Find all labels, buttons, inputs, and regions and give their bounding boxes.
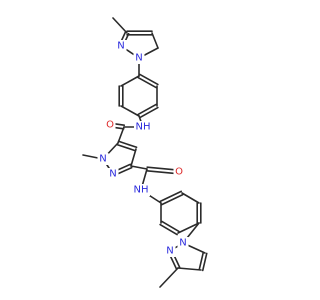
atom-n-bottom-pyrazole-1: N (166, 246, 173, 257)
atom-o-top: O (106, 120, 114, 131)
atom-label-backing (177, 237, 189, 249)
atom-label-backing (107, 168, 119, 180)
double-bond (137, 76, 157, 89)
double-bond (160, 193, 184, 206)
atom-n-center-1: N (99, 154, 106, 165)
double-bond (201, 252, 208, 272)
single-bond (120, 75, 140, 87)
single-bond (181, 192, 200, 204)
double-bond (137, 103, 157, 116)
atom-labels: N N NH O N N O NH N N (97, 40, 189, 257)
double-bond (117, 140, 138, 149)
double-bond (146, 169, 180, 175)
atom-label-backing (132, 184, 150, 196)
single-bond (117, 126, 125, 144)
atom-n-top-pyrazole-2: N (135, 53, 142, 64)
double-bond (139, 106, 159, 119)
single-bond (159, 267, 179, 288)
single-bond (177, 222, 200, 234)
double-bond (116, 143, 137, 152)
double-bond (159, 190, 183, 203)
atom-n-center-2: N (109, 169, 116, 180)
atom-label-backing (173, 166, 185, 178)
single-bond (130, 165, 148, 170)
atom-n-bottom-pyrazole-2: N (179, 238, 186, 249)
single-bond (177, 267, 202, 271)
atom-n-top-pyrazole-1: N (117, 41, 124, 52)
single-bond (112, 17, 128, 34)
single-bond (120, 105, 140, 117)
double-bond (198, 251, 205, 271)
molecule-structure: N N NH O N N O NH N N (82, 17, 208, 288)
atom-label-backing (164, 245, 176, 257)
atom-label-backing (134, 121, 152, 133)
single-bond (130, 148, 137, 167)
atom-label-backing (104, 119, 116, 131)
atom-label-backing (97, 153, 109, 165)
atom-nh-bottom: NH (134, 185, 149, 196)
atom-nh-top: NH (136, 122, 151, 133)
double-bond (161, 220, 180, 233)
single-bond (151, 32, 159, 49)
atom-o-bottom: O (175, 167, 183, 178)
double-bond (159, 223, 178, 236)
atom-label-backing (115, 40, 127, 52)
atom-label-backing (133, 52, 145, 64)
double-bond (139, 73, 159, 86)
